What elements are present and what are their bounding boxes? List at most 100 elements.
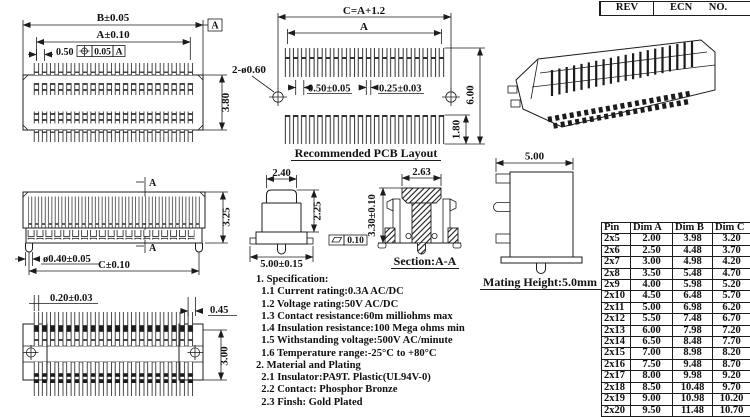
section-aa-label: Section:A-A — [394, 254, 457, 268]
pin-table-cell: 2x7 — [601, 256, 631, 269]
pin-table-cell: 10.20 — [712, 393, 750, 406]
pin-table-header-row: Pin Dim A Dim B Dim C — [601, 222, 750, 235]
pin-table-header: Dim A — [630, 222, 673, 235]
pcb-hole-right — [442, 88, 460, 106]
pin-table-cell: 9.50 — [630, 404, 673, 417]
pin-table-cell: 7.20 — [712, 324, 750, 338]
bottom-view-drawing: 0.20±0.03 0.45 3.00 — [22, 293, 237, 396]
pin-row-top — [33, 63, 194, 75]
section-tongue-hatched — [411, 202, 432, 244]
pin-table-cell: 7.98 — [672, 324, 713, 338]
position-tolerance-icon — [79, 46, 90, 56]
top-view-drawing: B±0.05 A A±0.10 0.50 0.05 A 3.80 2-ø0.60 — [22, 12, 275, 142]
bottom-hole-left — [23, 345, 39, 360]
dim-label-500-base: 5.00±0.15 — [260, 259, 303, 270]
dim-label-end-gap: 0.45 — [210, 305, 228, 316]
flatness-value-label: 0.10 — [347, 236, 364, 246]
iso-pin-row — [550, 41, 694, 96]
dim-label-peg: ø0.40±0.05 — [43, 254, 91, 265]
pin-table-cell: 6.50 — [630, 336, 673, 349]
spec-line: 1.1 Current rating:0.3A AC/DC — [256, 286, 404, 298]
bottom-contact-nodes-top — [33, 325, 194, 334]
spec-line: 2. Material and Plating — [256, 359, 361, 371]
pin-table-cell: 2x6 — [601, 244, 631, 258]
tol-value-label: 0.05 — [94, 48, 111, 58]
pin-table-cell: 4.70 — [712, 267, 750, 281]
pcb-pad-row-bottom — [284, 115, 445, 144]
dim-label-side-500: 5.00 — [525, 151, 545, 163]
pin-table-cell: 10.48 — [672, 381, 713, 395]
no-label: NO. — [708, 2, 728, 13]
front-peg-right — [195, 243, 203, 253]
flatness-icon — [331, 237, 343, 243]
pin-table-cell: 8.00 — [630, 370, 673, 383]
pin-table-cell: 2x19 — [601, 393, 631, 406]
dim-label-holes: 2-ø0.60 — [232, 64, 266, 76]
pin-table-cell: 2x17 — [601, 370, 631, 383]
section-contact-left — [405, 232, 412, 239]
side-body-outline — [509, 171, 574, 258]
datum-flag-label: A — [211, 21, 219, 32]
pin-table-cell: 5.50 — [630, 313, 673, 326]
pin-table-cell: 2x9 — [601, 279, 631, 292]
pin-table-cell: 5.98 — [672, 279, 713, 292]
spec-line: 2.1 Insulator:PA9T. Plastic(UL94V-0) — [256, 372, 431, 383]
pin-table-cell: 8.50 — [630, 381, 673, 395]
pin-table-cell: 6.48 — [672, 290, 713, 303]
section-cap-hatched — [401, 187, 442, 204]
dim-label-600: 6.00 — [465, 85, 477, 105]
spec-line: 1.5 Withstanding voltage:500V AC/minute — [256, 335, 453, 347]
spec-line: 1.2 Voltage rating:50V AC/DC — [256, 298, 399, 310]
pin-table-cell: 8.20 — [712, 347, 750, 360]
pin-table-cell: 3.20 — [712, 233, 750, 246]
pin-table-cell: 5.70 — [712, 290, 750, 303]
pin-table-cell: 2x5 — [601, 233, 631, 246]
datum-flag-box — [207, 18, 223, 32]
pin-table-cell: 4.98 — [672, 256, 713, 269]
iso-solder-tail-row-1 — [547, 90, 691, 123]
spec-line: 1.4 Insulation resistance:100 Mega ohms … — [256, 323, 465, 334]
pin-table-cell: 9.48 — [672, 358, 713, 372]
section-view-right-drawing: 2.63 3.30±0.10 Section:A-A — [367, 167, 462, 269]
section-mark-top: A — [149, 178, 157, 189]
section-view-left-drawing: 2.40 2.25 5.00±0.15 0.10 — [249, 168, 368, 270]
ecn-label: ECN — [670, 2, 693, 13]
pin-table-cell: 9.00 — [630, 393, 673, 406]
contact-row-upper — [33, 83, 194, 95]
pin-table-cell: 4.48 — [672, 244, 713, 258]
dim-label-263: 2.63 — [412, 167, 430, 178]
pin-table-cell: 2x12 — [601, 313, 631, 326]
pin-table-cell: 9.98 — [672, 370, 713, 383]
bottom-contact-nodes-bottom — [33, 374, 194, 383]
iso-solder-tail-row-2 — [553, 98, 690, 129]
pin-table-cell: 10.98 — [672, 393, 713, 406]
pin-table-cell: 6.20 — [712, 301, 750, 315]
pin-table-cell: 3.70 — [712, 244, 750, 258]
front-base-strip — [25, 227, 203, 244]
ecn-no-header: ECN NO. — [654, 2, 750, 15]
mating-height-label: Mating Height:5.0mm — [483, 275, 597, 289]
pin-table-header: Dim B — [672, 222, 713, 235]
rev-header: REV — [601, 2, 654, 15]
pcb-pad-row-top — [284, 48, 445, 77]
dim-label-325: 3.25 — [221, 207, 233, 227]
pin-table-cell: 8.48 — [672, 336, 713, 349]
dim-label-225: 2.25 — [312, 201, 324, 221]
pin-table-cell: 9.20 — [712, 370, 750, 383]
pin-table-cell: 3.00 — [630, 256, 673, 269]
contact-row-lower — [33, 111, 194, 124]
bottom-hole-right — [187, 345, 203, 360]
dim-label-pitch: 0.50 — [56, 47, 74, 58]
pin-table-cell: 5.20 — [712, 279, 750, 292]
spec-line: 1. Specification: — [256, 274, 329, 285]
pin-table-cell: 8.98 — [672, 347, 713, 360]
